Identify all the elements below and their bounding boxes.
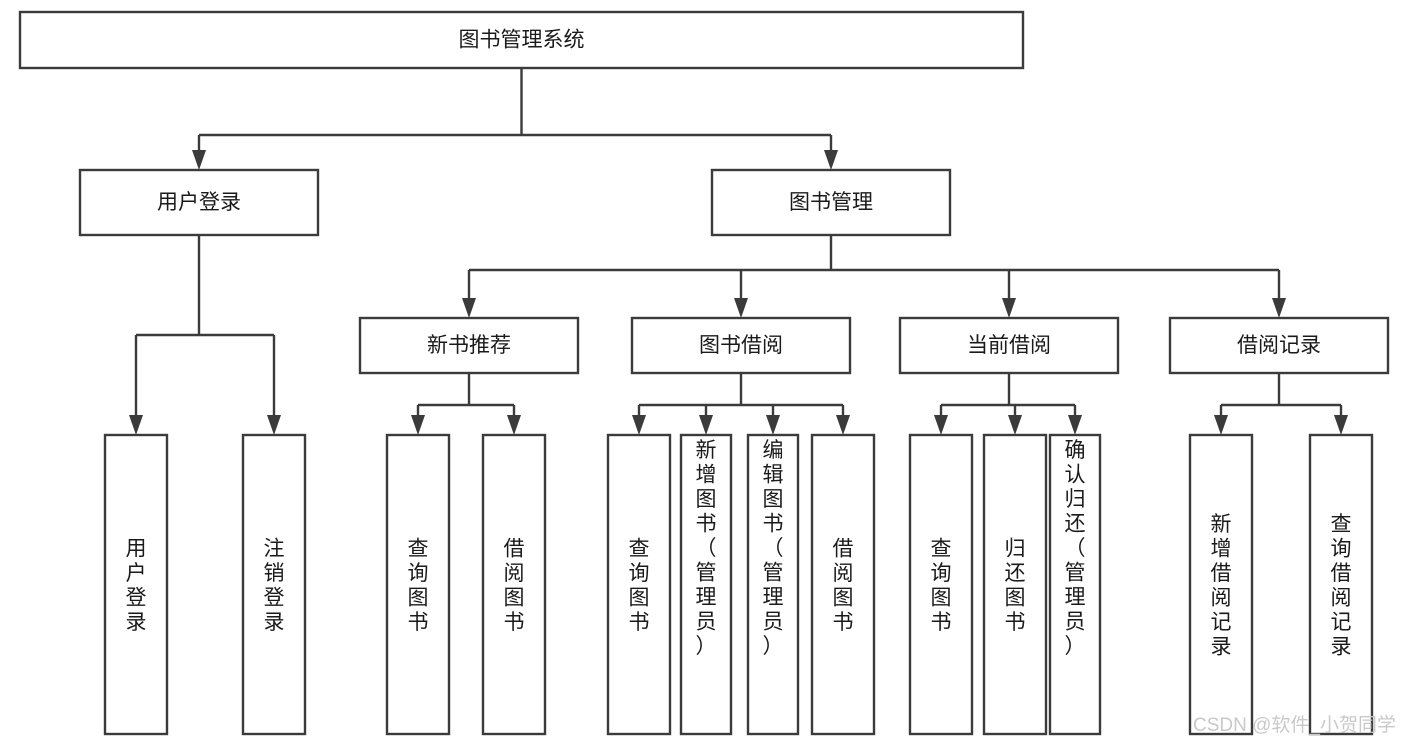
node-leaf-query-record-label: 查询借阅记录: [1331, 513, 1352, 659]
node-current-borrow-label: 当前借阅: [967, 334, 1051, 357]
node-root[interactable]: [18, 10, 1025, 70]
node-leaf-confirm-return-admin-label: 确认归还（管理员）: [1065, 439, 1086, 658]
new-book-recommend-arrow-1: [507, 415, 521, 435]
node-book-manage-label: 图书管理: [789, 191, 873, 214]
borrow-record-arrow-1: [1334, 415, 1348, 435]
node-book-manage[interactable]: [710, 168, 952, 237]
node-leaf-add-book-admin[interactable]: [679, 433, 733, 736]
book-manage-arrow-3: [1272, 298, 1286, 318]
borrow-record-arrow-0: [1214, 415, 1228, 435]
book-manage-arrow-0: [462, 298, 476, 318]
node-leaf-edit-book-admin-label: 编辑图书（管理员）: [763, 439, 784, 658]
node-leaf-query-book-1[interactable]: [385, 433, 451, 736]
node-leaf-query-book-3-label: 查询图书: [931, 538, 952, 635]
new-book-recommend-arrow-0: [411, 415, 425, 435]
node-borrow-record-label: 借阅记录: [1237, 334, 1321, 357]
root-arrow-1: [824, 150, 838, 170]
node-leaf-query-record[interactable]: [1308, 433, 1374, 736]
node-layer: 图书管理系统用户登录图书管理新书推荐图书借阅当前借阅借阅记录用户登录注销登录查询…: [18, 10, 1390, 736]
node-leaf-borrow-book-2-label: 借阅图书: [833, 538, 854, 635]
node-leaf-add-record-label: 新增借阅记录: [1211, 513, 1232, 659]
node-leaf-query-book-1-label: 查询图书: [408, 538, 429, 635]
node-borrow-record[interactable]: [1168, 316, 1390, 375]
node-leaf-add-record[interactable]: [1188, 433, 1254, 736]
node-leaf-return-book-label: 归还图书: [1005, 538, 1026, 635]
node-leaf-return-book[interactable]: [982, 433, 1048, 736]
root-arrow-0: [192, 150, 206, 170]
node-book-borrow[interactable]: [630, 316, 852, 375]
node-leaf-confirm-return-admin[interactable]: [1048, 433, 1102, 736]
node-leaf-borrow-book-2[interactable]: [810, 433, 876, 736]
book-borrow-arrow-2: [766, 415, 780, 435]
node-root-label: 图书管理系统: [459, 29, 585, 52]
book-borrow-arrow-0: [632, 415, 646, 435]
node-leaf-query-book-2[interactable]: [606, 433, 672, 736]
node-leaf-query-book-3[interactable]: [908, 433, 974, 736]
book-manage-arrow-2: [1002, 298, 1016, 318]
node-new-book-recommend[interactable]: [358, 316, 580, 375]
node-new-book-recommend-label: 新书推荐: [427, 334, 511, 357]
node-leaf-edit-book-admin[interactable]: [746, 433, 800, 736]
book-borrow-arrow-3: [836, 415, 850, 435]
connector-layer: [129, 68, 1348, 435]
node-current-borrow[interactable]: [898, 316, 1120, 375]
node-book-borrow-label: 图书借阅: [699, 334, 783, 357]
csdn-watermark: CSDN @软件_小贺同学: [1193, 714, 1396, 736]
user-login-arrow-1: [267, 415, 281, 435]
node-leaf-logout[interactable]: [241, 433, 307, 736]
current-borrow-arrow-1: [1008, 415, 1022, 435]
node-leaf-add-book-admin-label: 新增图书（管理员）: [696, 439, 717, 658]
node-leaf-user-login-label: 用户登录: [126, 538, 147, 635]
node-leaf-logout-label: 注销登录: [264, 538, 285, 635]
node-user-login-label: 用户登录: [157, 191, 241, 214]
current-borrow-arrow-0: [934, 415, 948, 435]
book-borrow-arrow-1: [699, 415, 713, 435]
node-leaf-user-login[interactable]: [103, 433, 169, 736]
node-leaf-borrow-book-1[interactable]: [481, 433, 547, 736]
current-borrow-arrow-2: [1068, 415, 1082, 435]
node-leaf-borrow-book-1-label: 借阅图书: [504, 538, 525, 635]
node-user-login[interactable]: [78, 168, 320, 237]
book-manage-arrow-1: [734, 298, 748, 318]
user-login-arrow-0: [129, 415, 143, 435]
node-leaf-query-book-2-label: 查询图书: [629, 538, 650, 635]
